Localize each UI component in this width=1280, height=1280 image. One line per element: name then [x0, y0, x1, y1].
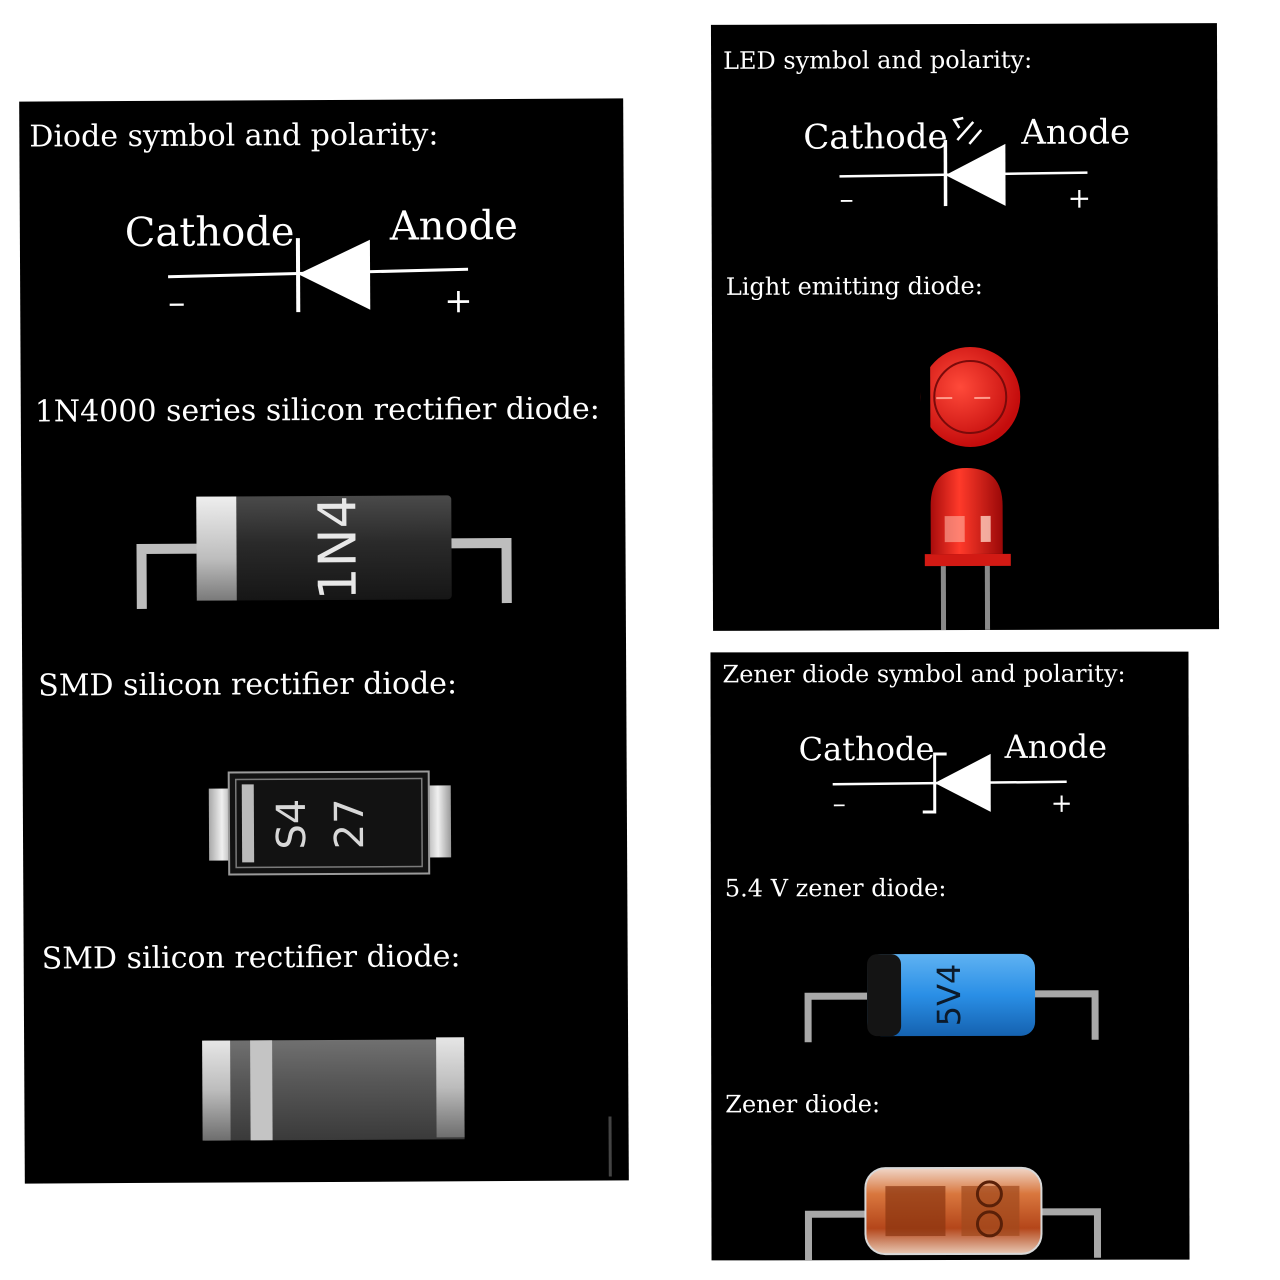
led-illustrations: Cathode Anode – +	[803, 112, 1130, 631]
led-photo	[920, 344, 1021, 631]
led-symbol: Cathode Anode – +	[803, 112, 1130, 215]
zener-minus: –	[833, 789, 846, 819]
zener-plus: +	[1051, 789, 1073, 819]
minus-sign: –	[168, 283, 185, 323]
led-anode-label: Anode	[1020, 112, 1130, 152]
smd-marking-line1: S4	[269, 799, 315, 850]
diode-illustrations: Cathode Anode – +	[125, 203, 612, 1177]
zener-cathode-label: Cathode	[799, 730, 935, 768]
zener-symbol: Cathode Anode – +	[799, 728, 1107, 819]
diode-types-panel: Diode symbol and polarity: Cathode Anode…	[19, 98, 629, 1184]
smd-diode-image: S4 27	[208, 770, 452, 876]
melf-diode-image	[202, 1037, 612, 1177]
rectifier-diode-image: 1N4	[136, 495, 512, 609]
zener-anode-label: Anode	[1004, 728, 1107, 766]
zener-illustrations: Cathode Anode – + 5V4	[799, 728, 1107, 1261]
rectifier-caption: 1N4000 series silicon rectifier diode:	[34, 391, 600, 430]
led-cathode-label: Cathode	[803, 117, 947, 158]
led-plus: +	[1067, 182, 1091, 215]
zener-panel: Zener diode symbol and polarity: 5.4 V z…	[710, 651, 1190, 1261]
smd-caption-2: SMD silicon rectifier diode:	[41, 939, 461, 977]
led-panel: LED symbol and polarity: Light emitting …	[710, 23, 1220, 631]
smd-marking-line2: 27	[327, 798, 373, 849]
anode-label: Anode	[389, 203, 518, 250]
zener-marking: 5V4	[930, 964, 968, 1027]
rectifier-marking: 1N4	[308, 495, 369, 600]
zener-5v4-image: 5V4	[804, 953, 1099, 1043]
cathode-label: Cathode	[125, 209, 295, 256]
light-arrow-icon	[952, 116, 964, 129]
plus-sign: +	[444, 281, 473, 321]
diode-symbol: Cathode Anode – +	[125, 203, 518, 323]
zener-glass-image	[804, 1166, 1102, 1261]
led-minus: –	[839, 182, 853, 215]
smd-caption-1: SMD silicon rectifier diode:	[38, 666, 458, 704]
